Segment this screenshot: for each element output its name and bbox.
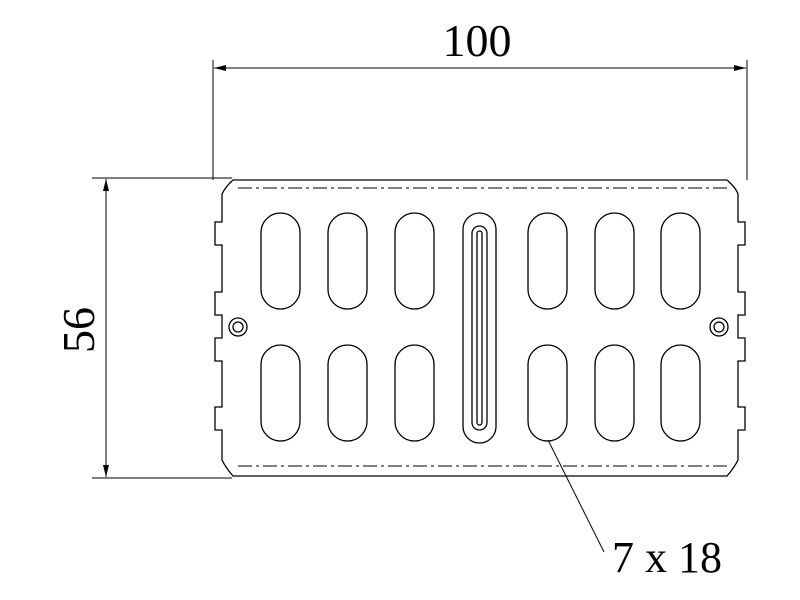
- rib-middle: [471, 225, 488, 431]
- plate-outline: [214, 179, 746, 477]
- slot: [394, 212, 435, 310]
- hole-outer: [709, 317, 729, 337]
- slot: [594, 212, 635, 310]
- slot: [660, 212, 701, 310]
- hole-inner: [713, 321, 725, 333]
- hole-inner: [232, 321, 244, 333]
- slot: [660, 344, 701, 442]
- upper-slots: [260, 212, 701, 310]
- slot: [594, 344, 635, 442]
- slot: [327, 344, 368, 442]
- slot: [394, 344, 435, 442]
- slot: [527, 344, 568, 442]
- lower-slots: [260, 344, 701, 442]
- rib-outer: [462, 212, 497, 444]
- slot-callout: 7 x 18: [547, 439, 722, 582]
- hole-outer: [228, 317, 248, 337]
- screw-hole-right: [709, 317, 729, 337]
- slot: [260, 344, 301, 442]
- slot: [527, 212, 568, 310]
- slot: [260, 212, 301, 310]
- width-dimension: 100: [212, 15, 748, 180]
- height-dimension: 56: [53, 177, 232, 479]
- leader-line: [547, 439, 605, 553]
- slot-size-label: 7 x 18: [612, 533, 722, 582]
- width-label: 100: [443, 15, 512, 66]
- height-label: 56: [53, 307, 104, 353]
- screw-hole-left: [228, 317, 248, 337]
- rib-inner: [476, 230, 483, 426]
- center-rib: [462, 212, 497, 444]
- slot: [327, 212, 368, 310]
